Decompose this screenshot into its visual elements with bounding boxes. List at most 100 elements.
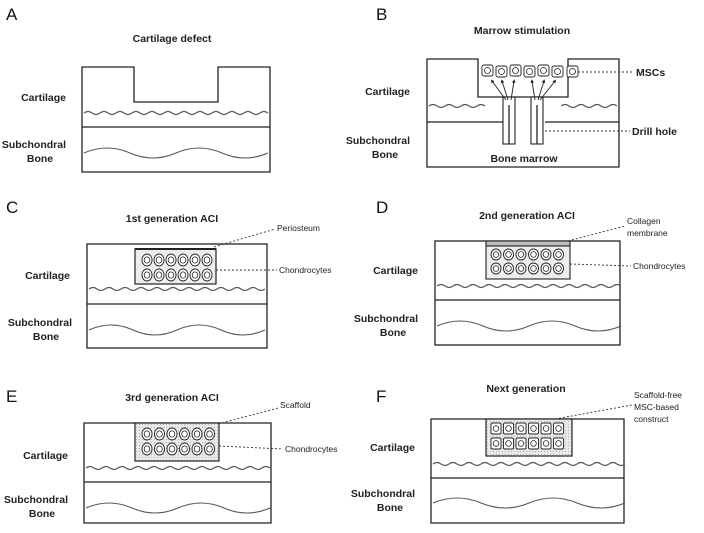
cell-nucleus [542,440,550,447]
cell-nucleus [143,430,151,438]
callout-collagen-2: membrane [627,228,668,238]
cell-nucleus [505,425,512,432]
panel-b-msc-row [481,64,579,78]
panel-f-letter: F [376,387,386,406]
panel-d-cartilage-label: Cartilage [373,265,418,277]
cell-nucleus [155,271,163,279]
cell-nucleus [517,265,525,272]
panel-b-bone-label-2: Bone [372,149,398,161]
cell-nucleus [505,251,512,258]
cell-nucleus [193,445,201,453]
panel-e-bone-label-2: Bone [29,508,55,520]
cell-nucleus [517,440,525,447]
callout-drill-hole: Drill hole [632,126,677,138]
migration-arrow [530,79,536,101]
panel-c-title: 1st generation ACI [126,213,218,225]
callout-chondrocytes-e: Chondrocytes [285,444,337,454]
panel-e-cartilage-label: Cartilage [23,450,68,462]
panel-a: A Cartilage defect Cartilage Subchondral… [2,5,271,173]
cell-nucleus [206,430,213,438]
cell-nucleus [530,265,537,272]
cell-nucleus [505,440,512,447]
migration-arrow [500,79,509,101]
callout-chondrocytes-d: Chondrocytes [633,261,685,271]
cell-nucleus [492,251,500,258]
panel-c: C 1st generation ACI Periosteum Chondroc… [6,198,331,349]
panel-a-cartilage-label: Cartilage [21,92,66,104]
cell-nucleus [542,265,550,272]
cell-nucleus [168,445,176,453]
panel-f-bone-label-1: Subchondral [351,488,415,500]
cell-nucleus [179,256,187,264]
cell-nucleus [517,251,525,258]
msc-nucleus [512,67,519,74]
bone-marrow-label: Bone marrow [490,153,558,165]
msc-nucleus [554,68,561,75]
cell-nucleus [492,440,500,447]
callout-construct-3: construct [634,414,669,424]
callout-line-collagen [567,225,626,242]
panel-c-bone-label-2: Bone [33,331,59,343]
msc-nucleus [526,68,533,75]
panel-b-tidemark-wave-right [560,103,618,109]
collagen-membrane [485,240,571,247]
panel-f-msc-cells [490,422,564,450]
cell-nucleus [555,440,562,447]
cell-nucleus [181,445,188,453]
cell-nucleus [517,425,525,432]
msc-nucleus [569,68,576,75]
panel-b-bone-label-1: Subchondral [346,135,410,147]
cell-nucleus [555,265,562,272]
panel-e-tidemark-wave [85,465,271,471]
callout-line-construct [554,404,633,420]
callout-construct-1: Scaffold-free [634,390,682,400]
panel-d: D 2nd generation ACI Collagen membrane C… [354,198,685,346]
callout-line-scaffold [217,407,279,425]
panel-b-letter: B [376,5,387,24]
cell-nucleus [530,425,537,432]
msc-nucleus [540,67,547,74]
callout-scaffold: Scaffold [280,400,311,410]
cell-nucleus [206,445,213,453]
callout-line-periosteum [213,228,276,248]
panel-f-title: Next generation [486,383,565,395]
cell-nucleus [542,425,550,432]
msc-nucleus [498,68,505,75]
panel-d-bone-label-2: Bone [380,327,406,339]
panel-a-letter: A [6,5,18,24]
panel-a-bone-label-2: Bone [27,153,53,165]
cell-nucleus [193,430,201,438]
cell-nucleus [203,271,211,279]
panel-f-bone-wave [432,497,626,509]
panel-b-title: Marrow stimulation [474,25,570,37]
panel-c-cartilage-label: Cartilage [25,270,70,282]
panel-a-bone-label-1: Subchondral [2,139,66,151]
panel-a-tidemark-wave [83,110,269,116]
panel-d-letter: D [376,198,388,217]
cell-nucleus [168,430,176,438]
panel-d-bone-wave [436,320,622,332]
panel-b-tidemark-wave-left [428,103,486,109]
panel-c-tidemark-wave [88,286,266,292]
panel-c-letter: C [6,198,18,217]
panel-d-chondrocytes [490,248,564,275]
cell-nucleus [530,440,537,447]
migration-arrow [537,79,546,101]
cell-nucleus [191,256,199,264]
panel-c-bone-label-1: Subchondral [8,317,72,329]
cell-nucleus [530,251,537,258]
panel-b-cartilage-label: Cartilage [365,86,410,98]
panel-a-tissue-block [81,66,271,173]
callout-collagen-1: Collagen [627,216,661,226]
panel-f-bone-label-2: Bone [377,502,403,514]
cell-nucleus [179,271,187,279]
panel-d-tidemark-wave [436,283,622,289]
cell-nucleus [505,265,512,272]
panel-d-title: 2nd generation ACI [479,210,575,222]
panel-b: B Marrow stimulation [346,5,677,168]
panel-e-title: 3rd generation ACI [125,392,219,404]
panel-e-letter: E [6,387,17,406]
cell-nucleus [167,256,175,264]
panel-a-title: Cartilage defect [133,33,212,45]
